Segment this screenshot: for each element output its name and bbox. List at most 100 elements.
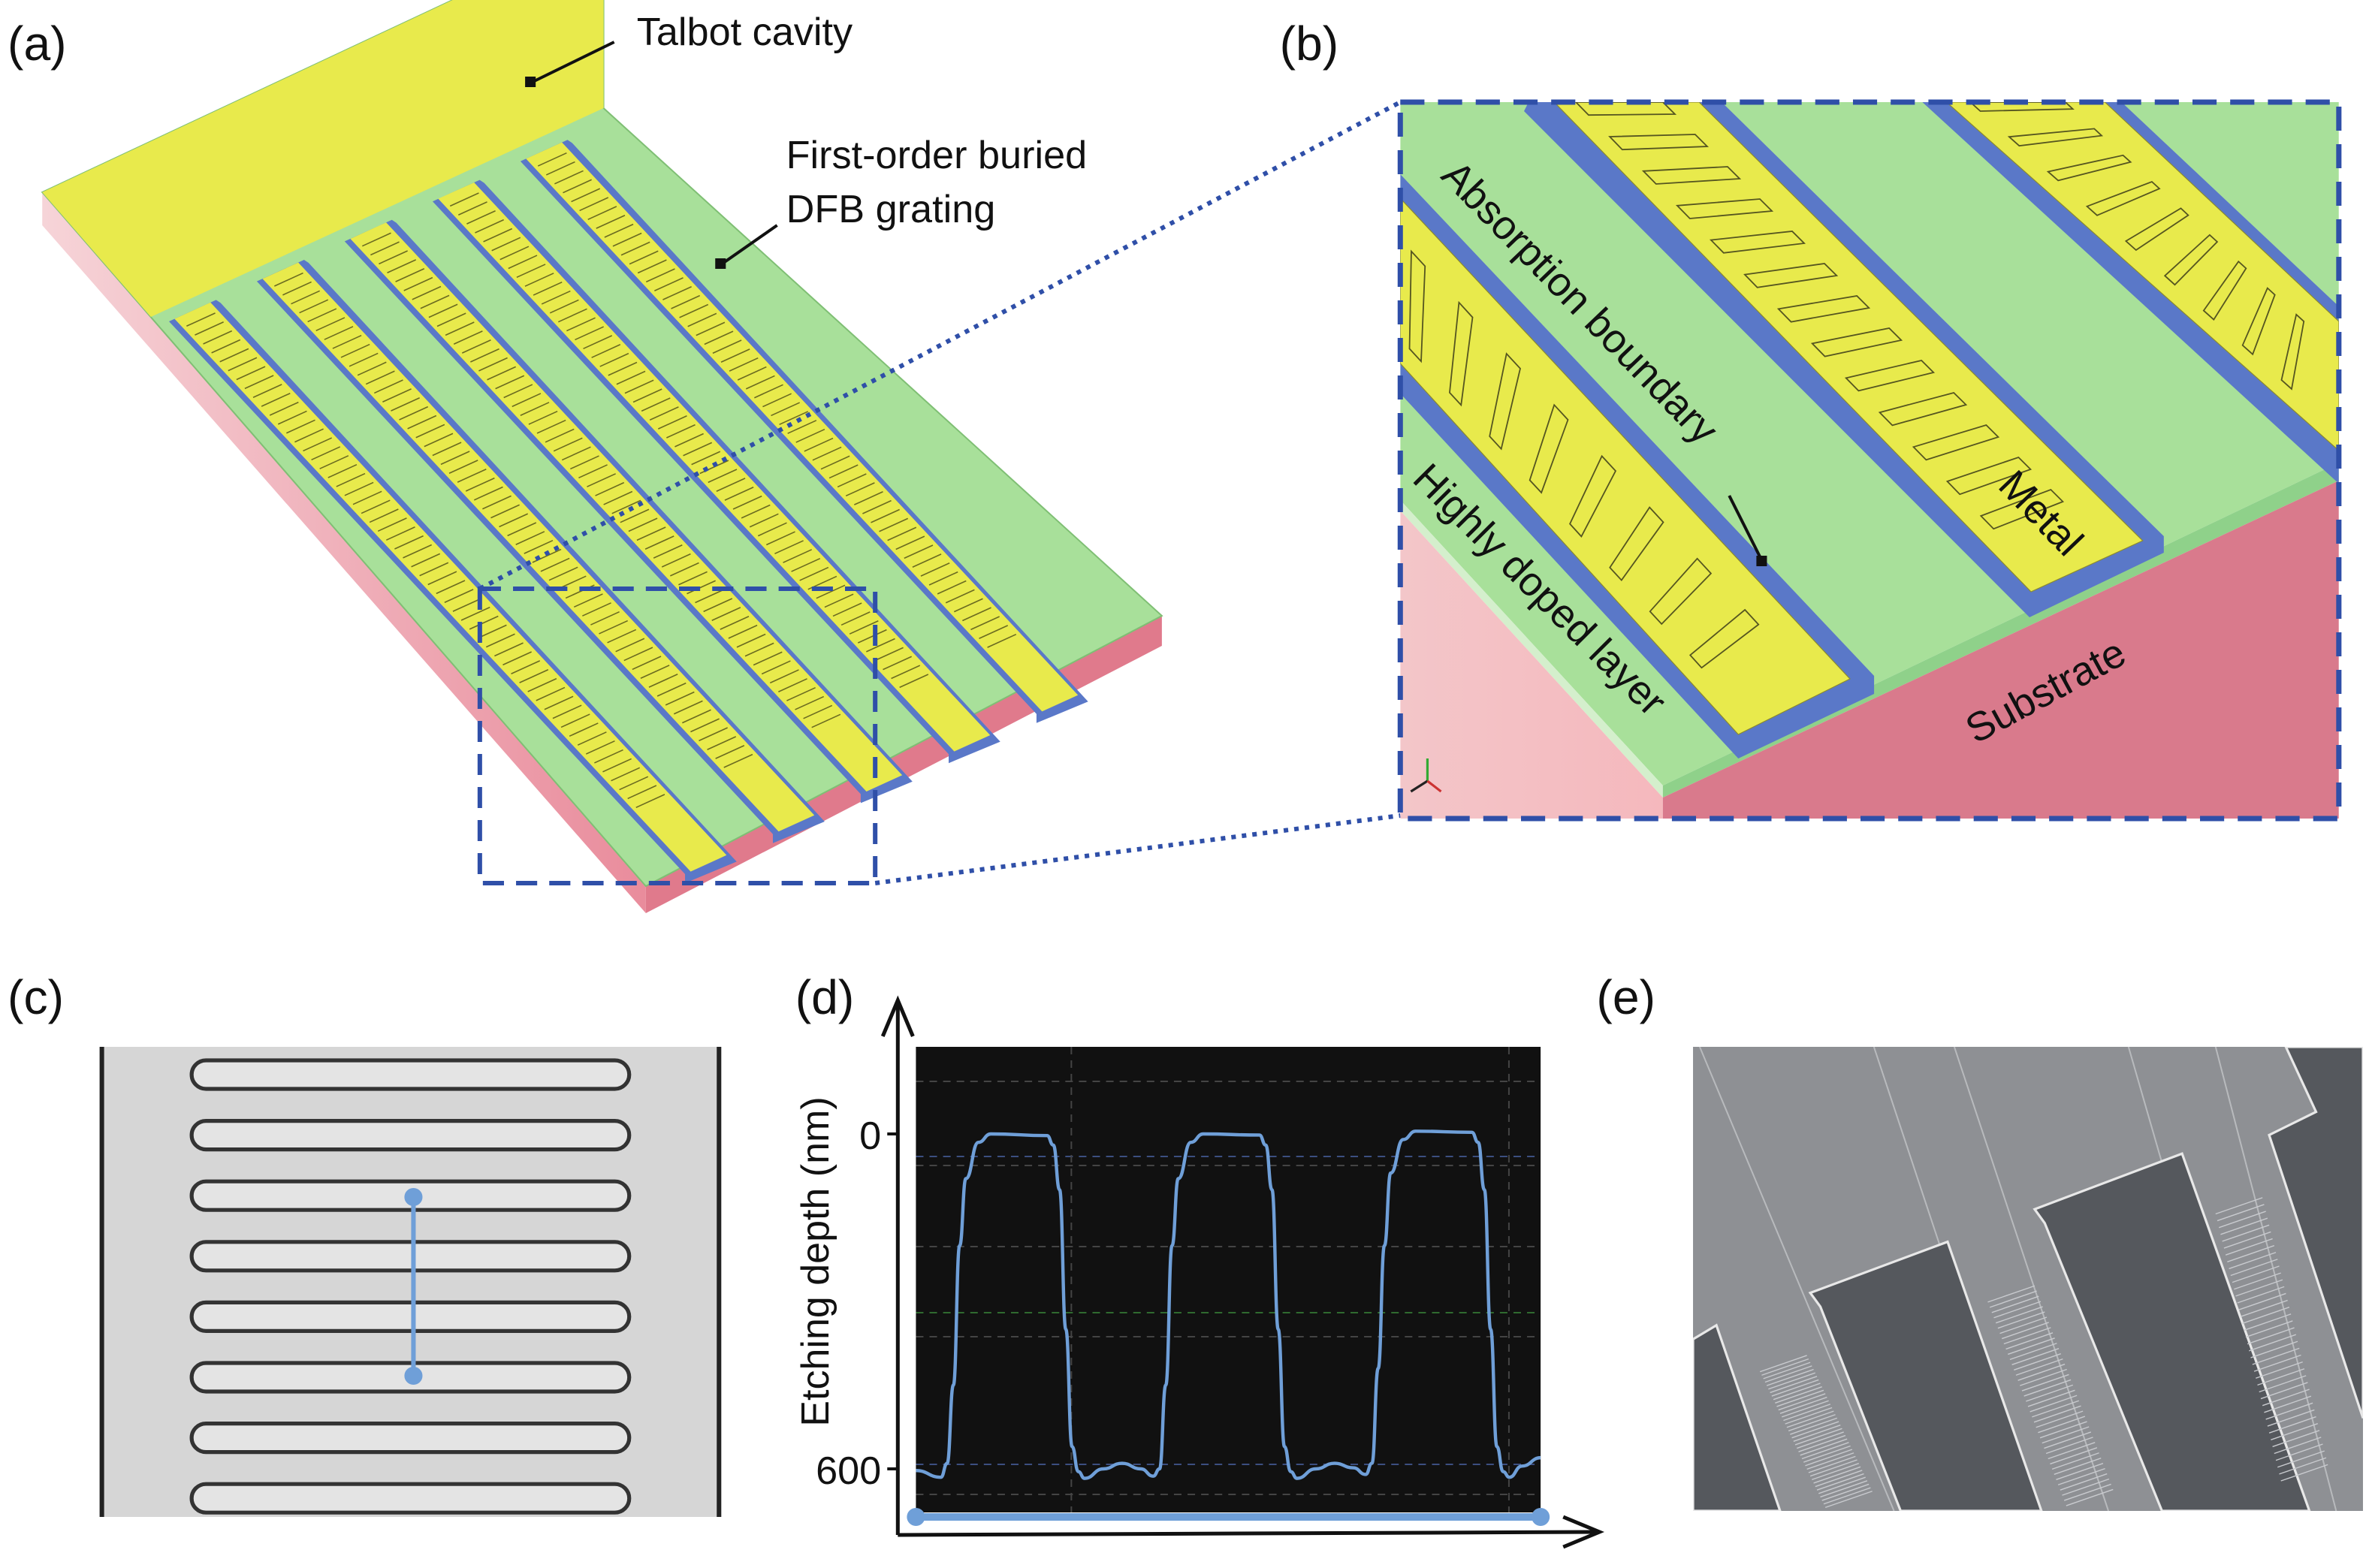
grating-slot-outline [189,1240,632,1273]
grating-tooth [611,499,641,514]
grating-tooth [274,272,303,287]
grating-tooth [799,566,829,581]
sem-grating-tooth [1818,1476,1866,1494]
sem-grating-tooth [2234,1272,2281,1290]
sem-grating-tooth [2033,1405,2081,1423]
grating-stripes [169,140,1088,883]
grating-tooth [483,228,513,243]
doped-layer-left-edge [1400,500,1663,798]
grating-tooth [786,686,816,701]
sem-grating-tooth [2240,1299,2288,1317]
grating-slot-outline [189,1300,632,1334]
sem-grating-tooth [1761,1358,1809,1376]
sem-grating-tooth [1991,1295,2039,1313]
sem-grating-tooth [1781,1400,1829,1418]
grating-tooth [557,308,587,323]
grating-tooth [536,419,566,434]
sem-grating-tooth [2257,1368,2305,1386]
grating-slot [1529,403,1569,494]
sem-grating-tooth [1764,1365,1812,1383]
sem-grating-tooth [2003,1327,2051,1345]
sem-grating-tooth [2247,1327,2295,1345]
grating-tooth [336,472,366,487]
sem-grating-tooth [1812,1462,1860,1480]
grating-tooth [571,188,601,203]
grating-tooth [499,513,529,528]
grating-tooth [724,486,754,501]
grating-tooth [186,312,216,327]
grating-tooth [871,508,900,523]
sem-grating-tooth [2063,1483,2111,1501]
grating-tooth [970,616,1000,631]
grating-tooth [712,339,742,354]
grating-label-line1: First-order buried [786,134,1088,177]
panel-e-label: (e) [1596,970,1655,1024]
grating-tooth [452,598,482,612]
grating-tooth [503,384,533,399]
sem-grating-tooth [1823,1487,1871,1505]
sem-grating-tooth [2277,1450,2325,1468]
grating-tooth [645,268,675,283]
grating-tooth [544,695,574,710]
grating-tooth [607,629,637,644]
grating-tooth [703,598,733,613]
grating-tooth [787,420,817,434]
grating-tooth [669,562,699,577]
grating-tooth [387,259,417,274]
grating-tooth [515,531,545,545]
grating-tooth [352,490,382,505]
grating-tooth [979,625,1009,639]
sem-grating-tooth [2027,1389,2075,1407]
grating-tooth [403,544,432,559]
grating-label-line2: DFB grating [786,188,996,231]
grating-tooth [795,428,825,443]
grating-tooth [307,308,337,323]
panel-a: (a) Talbot cavity First-order buried DFB… [8,0,1402,913]
grating-slot [2280,313,2305,390]
grating-tooth [779,411,809,426]
grating-tooth [391,397,420,412]
sem-grating-tooth [2021,1374,2069,1392]
y-tick-label-600: 600 [816,1449,881,1493]
grating-tooth [912,553,942,568]
grating-tooth [696,321,726,336]
panel-b-label: (b) [1280,17,1339,71]
grating-tooth [879,517,909,532]
sem-grating-tooth [2238,1292,2286,1310]
grating-tooth [666,424,696,439]
sem-grating-tooth [1785,1407,1833,1425]
grating-tooth [611,767,641,782]
grating-tooth [495,375,525,390]
grating-tooth [460,606,490,621]
grating-tooth [656,682,687,697]
grating-slot [1649,557,1713,626]
grating-tooth [962,607,991,622]
sem-grating-tooth [2014,1352,2061,1370]
grating-tooth [627,785,657,800]
grating-tooth [728,624,758,639]
sem-grating-tooth [1816,1473,1864,1491]
grating-tooth [987,633,1017,648]
grating-tooth [832,602,862,617]
slab-left-face [42,192,646,913]
grating-tooth [591,344,621,358]
sem-grating-tooth [1778,1393,1826,1411]
sem-grating-tooth [2023,1379,2072,1397]
grating-tooth [520,402,550,416]
sem-grating-tooth [1766,1368,1814,1386]
sem-grating-tooth [2005,1332,2054,1350]
sem-grating-tooth [1759,1355,1807,1373]
sem-grating-tooth [1824,1491,1873,1509]
grating-tooth [524,539,554,554]
grating-tooth [845,482,875,497]
grating-tooth [596,215,626,229]
grating-tooth [753,651,783,666]
metal-stripe-right [1945,102,2339,451]
grating-tooth [811,713,841,728]
grating-tooth [616,370,646,385]
grating-tooth [319,455,349,469]
grating-tooth [527,677,557,692]
grating-tooth [395,268,425,282]
metal-stripe-left [1400,198,1851,735]
